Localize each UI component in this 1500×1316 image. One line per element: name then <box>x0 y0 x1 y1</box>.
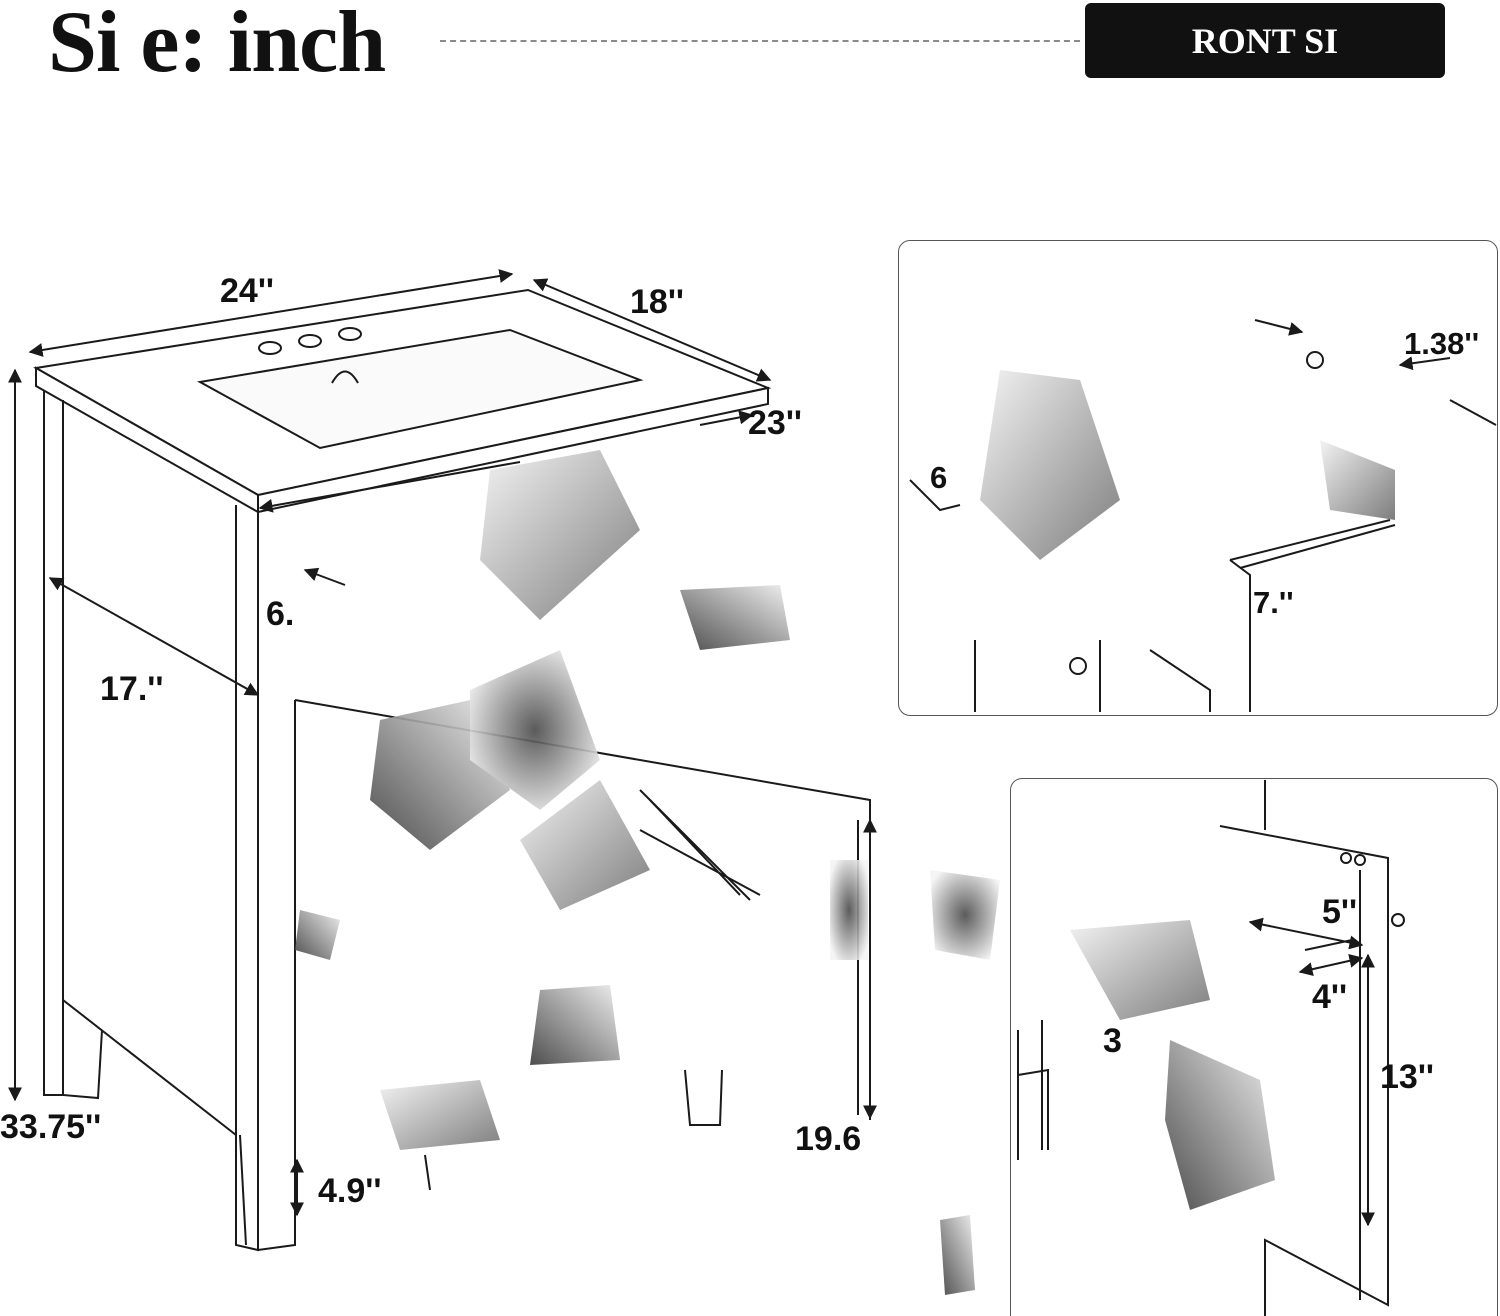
detail-bottom-label-d: 3 <box>1103 1022 1122 1060</box>
detail-panel-bottom <box>1010 778 1498 1316</box>
page-title: Si e: inch <box>48 0 386 91</box>
detail-bottom-drawing <box>1017 780 1405 1316</box>
detail-bottom-label-b: 4'' <box>1312 978 1348 1016</box>
dim-inner-a: 6. <box>266 595 295 633</box>
dim-depth: 18'' <box>630 283 684 321</box>
detail-top-label-c: 7.'' <box>1253 585 1294 620</box>
dim-height: 33.75'' <box>0 1108 102 1146</box>
detail-top-label-b: 6 <box>930 460 948 495</box>
detail-top-label-a: 1.38'' <box>1404 326 1480 361</box>
dim-inner-depth: 17.'' <box>100 670 164 708</box>
dim-basin-width: 23'' <box>748 404 802 442</box>
detail-top-drawing <box>909 319 1497 712</box>
detail-bottom-label-c: 13'' <box>1380 1058 1434 1096</box>
title-divider <box>440 40 1080 42</box>
main-dimension-lines <box>8 269 877 1217</box>
dim-leg-gap: 19.6 <box>795 1120 862 1158</box>
shaded-render <box>295 370 1395 1295</box>
front-side-badge: RONT SI <box>1085 3 1445 78</box>
detail-bottom-label-a: 5'' <box>1322 893 1358 931</box>
vanity-top <box>33 288 772 514</box>
dim-leg-height: 4.9'' <box>318 1172 382 1210</box>
dim-width: 24'' <box>220 272 274 310</box>
